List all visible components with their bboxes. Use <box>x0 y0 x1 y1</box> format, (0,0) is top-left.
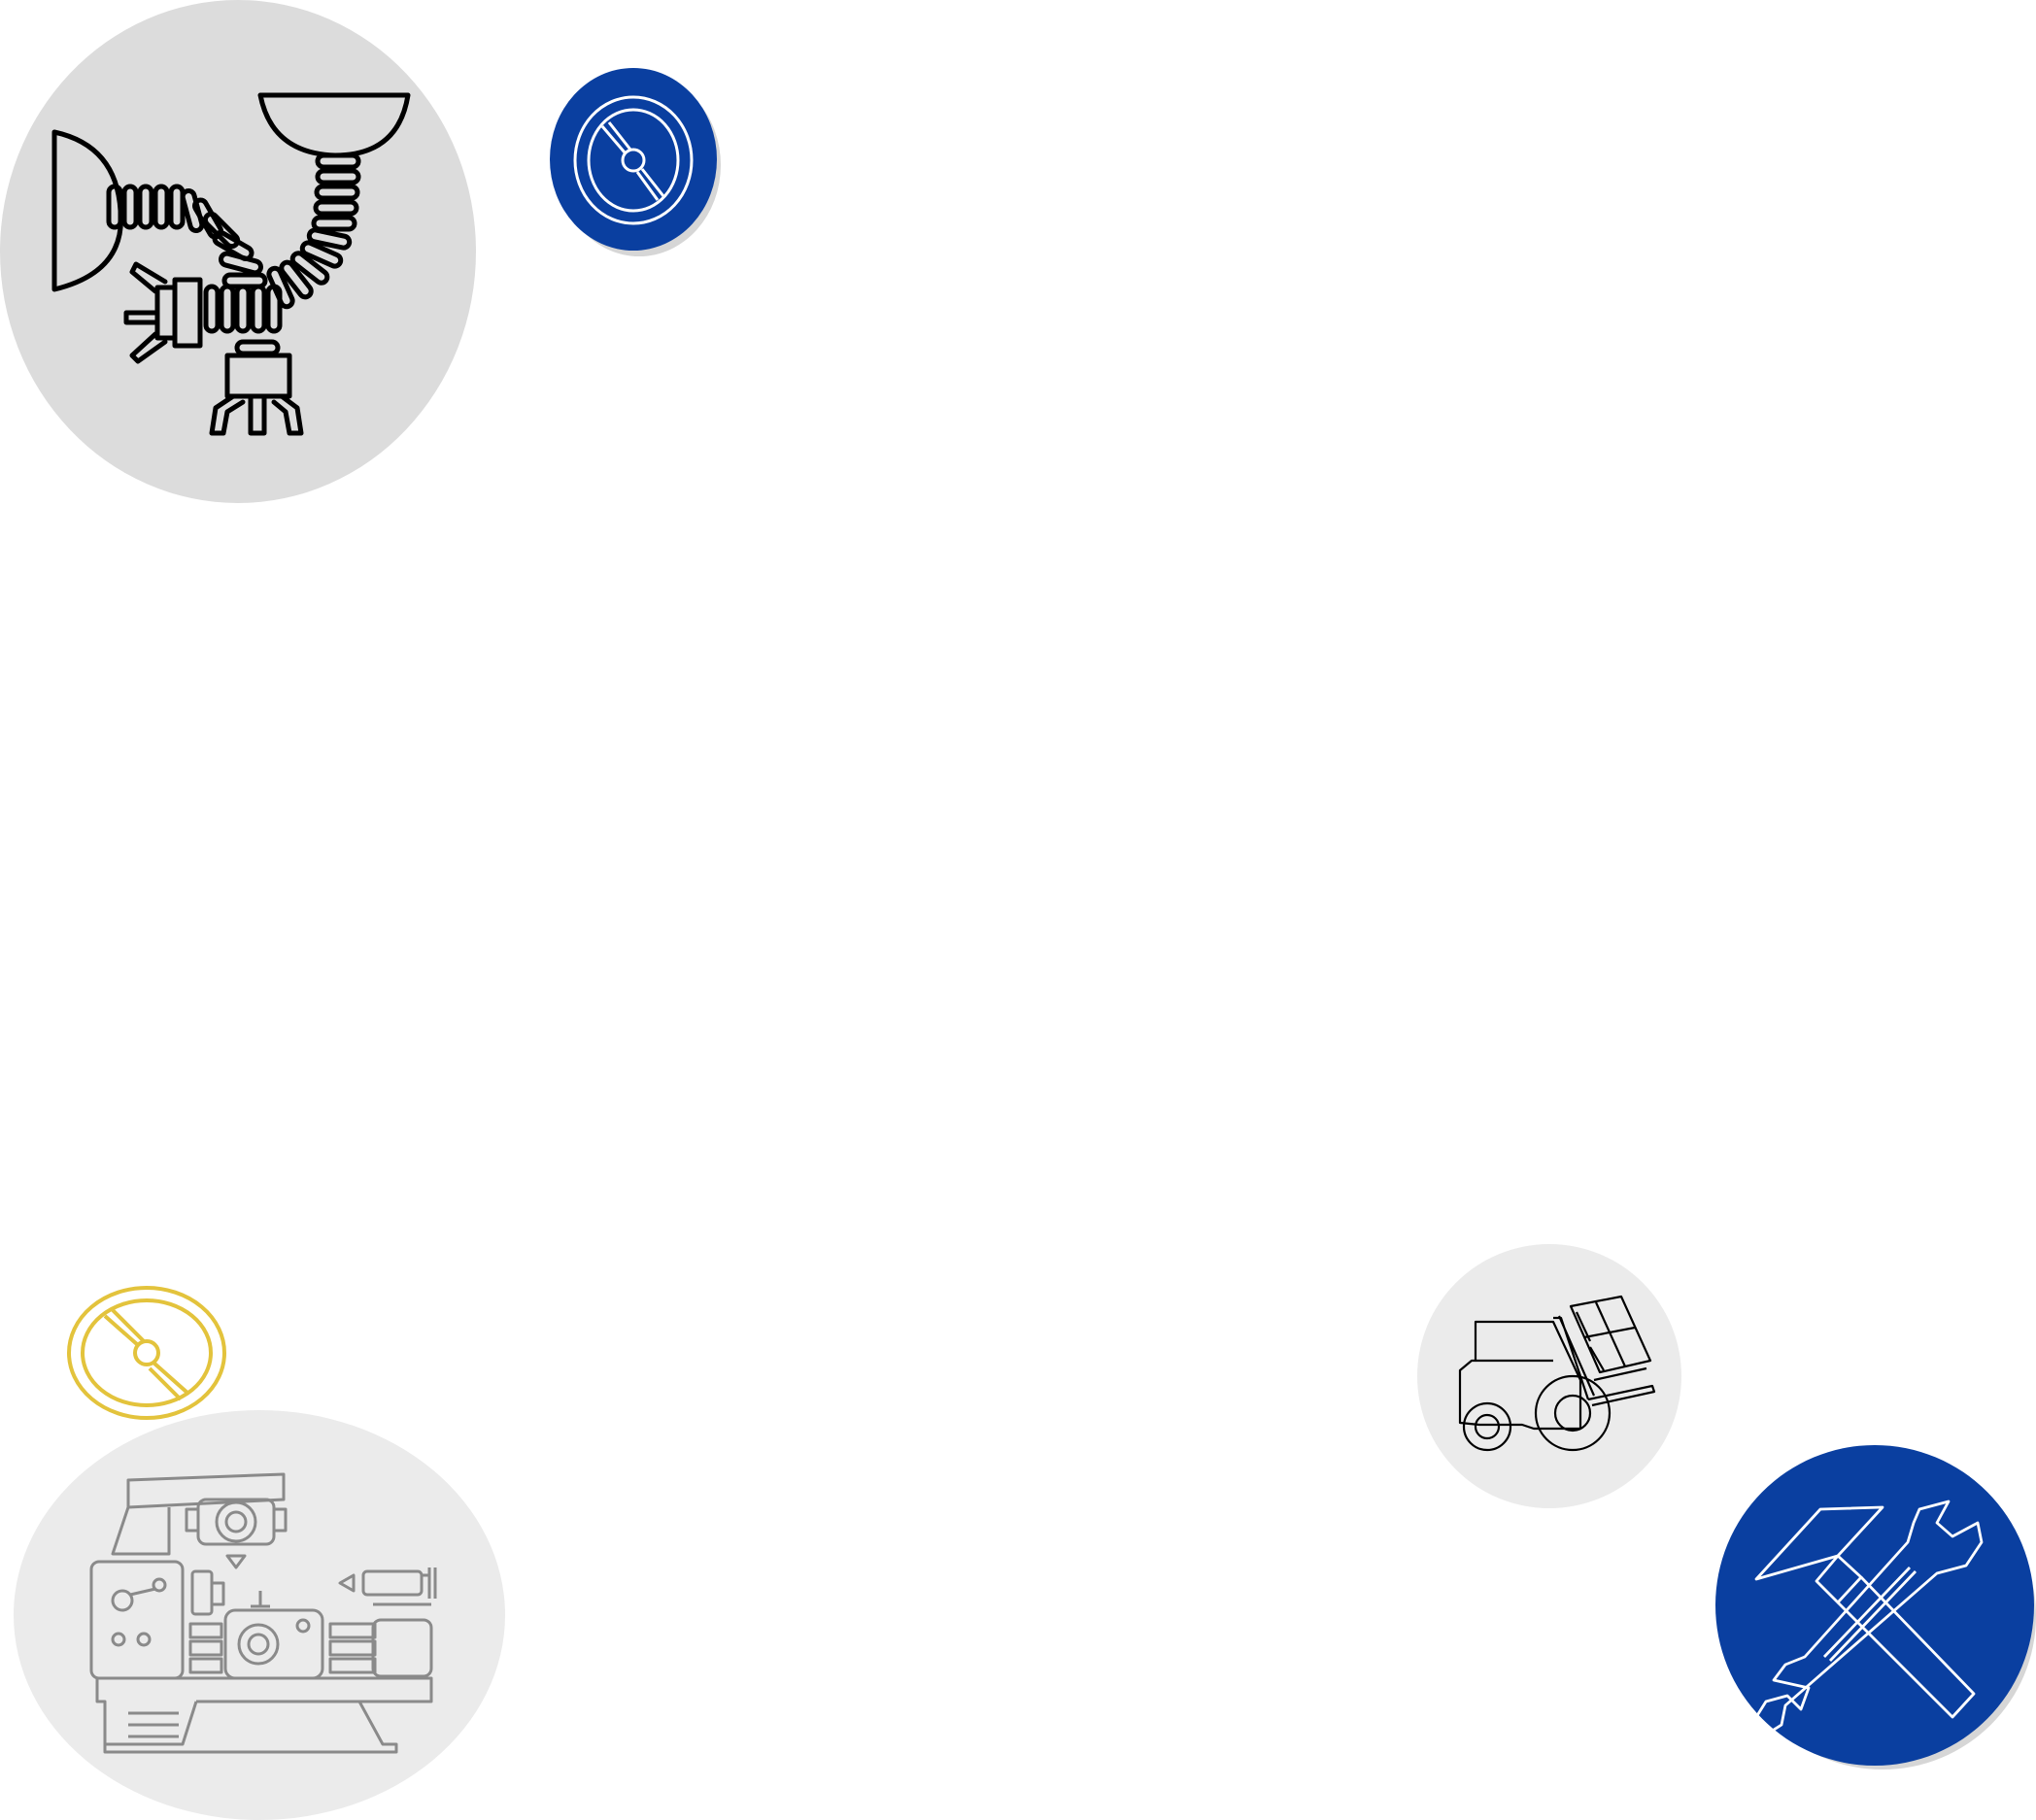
disc-blue-bubble <box>547 68 722 262</box>
robotic-arm-icon <box>0 0 476 503</box>
hammer-wrench-bubble <box>1715 1445 2036 1775</box>
disc-outline-icon <box>67 1286 226 1420</box>
forklift-icon <box>1417 1244 1681 1508</box>
lathe-machine-icon <box>14 1410 505 1820</box>
disc-icon <box>550 68 721 256</box>
lathe-machine-bubble <box>14 1410 505 1820</box>
disc-yellow-bubble <box>64 1285 229 1421</box>
hammer-wrench-icon <box>1715 1445 2036 1769</box>
forklift-bubble <box>1417 1244 1681 1508</box>
robotic-arm-bubble <box>0 0 476 503</box>
